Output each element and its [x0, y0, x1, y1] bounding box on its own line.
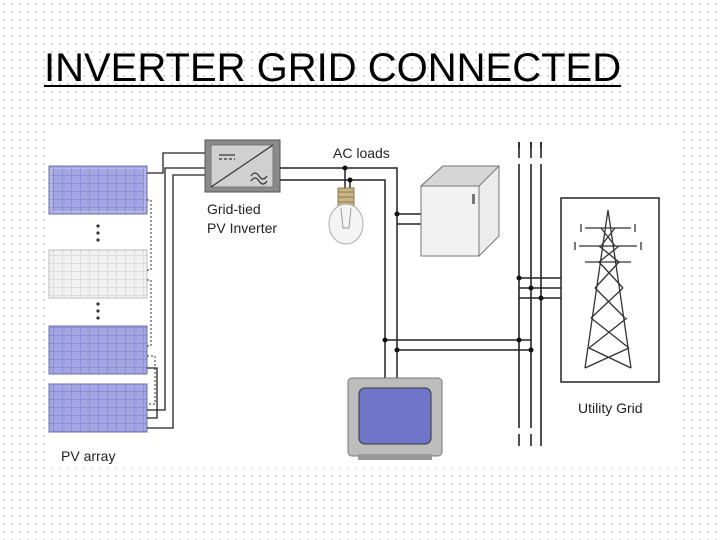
light-bulb-icon: [328, 187, 364, 245]
diagram-canvas: [48, 139, 660, 460]
transmission-tower-icon: [574, 209, 642, 369]
television-icon: [347, 377, 443, 460]
solar-panel-icon: [48, 325, 148, 375]
utility-grid-label: Utility Grid: [578, 400, 643, 416]
solar-panel-icon: [48, 383, 148, 433]
grid-connected-diagram: AC loads Grid-tied PV Inverter Utility G…: [45, 128, 678, 468]
ac-loads-label: AC loads: [333, 145, 390, 161]
appliance-cabinet-icon: [419, 165, 501, 257]
grid-bus: [518, 142, 542, 446]
panel-link: [147, 199, 156, 405]
dots-icon: [96, 302, 100, 320]
junction-dots: [342, 165, 544, 353]
slide-title: INVERTER GRID CONNECTED: [44, 46, 622, 90]
inverter-icon: [204, 139, 281, 193]
inverter-label-line1: Grid-tied: [207, 201, 261, 217]
utility-grid-frame: [560, 197, 660, 383]
pv-array-label: PV array: [61, 448, 116, 464]
inverter-label-line2: PV Inverter: [207, 220, 278, 236]
solar-panel-icon: [48, 249, 148, 299]
ac-wires: [280, 167, 565, 378]
dots-icon: [96, 224, 100, 242]
dc-wires: [147, 152, 207, 429]
solar-panel-icon: [48, 165, 148, 215]
